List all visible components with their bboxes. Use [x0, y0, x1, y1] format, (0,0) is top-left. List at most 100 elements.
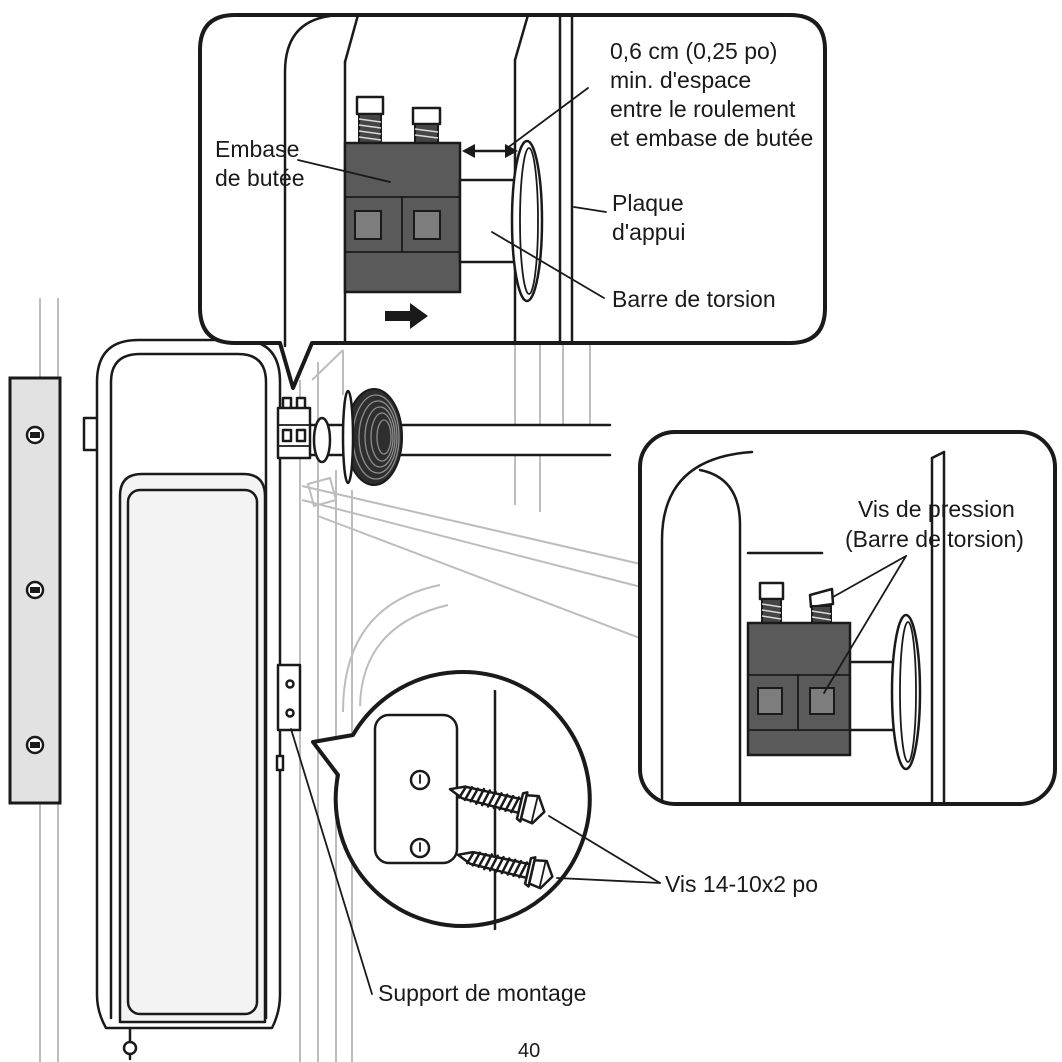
frame-curve	[660, 450, 754, 804]
bearing-plate	[312, 416, 332, 464]
set-screw	[355, 95, 385, 145]
thread-line	[761, 603, 782, 608]
set-screws-leader	[832, 555, 907, 598]
cable-coil	[364, 406, 396, 468]
collar-leader	[297, 159, 391, 183]
thread-line	[761, 609, 782, 614]
cable-coil	[370, 412, 394, 462]
collar-label-line-2: de butée	[215, 165, 305, 191]
bearing-plate-magnified	[890, 613, 922, 771]
door-rail-line	[301, 485, 646, 566]
lag-screw-hex-head	[519, 794, 546, 825]
door-frame-line	[311, 349, 344, 381]
housing-front-panel	[118, 472, 267, 1024]
mounting-bracket-hole	[285, 708, 295, 718]
set-screw-cap	[808, 587, 835, 609]
thread-line	[358, 118, 382, 123]
lag-screw-head-facet	[530, 795, 539, 824]
mounting-bracket-leader	[290, 728, 373, 995]
set-screws-label-line-1: Vis de pression	[858, 496, 1015, 522]
bearing-plate-rim	[519, 147, 539, 295]
thread-line	[358, 130, 382, 135]
thread-line	[811, 610, 832, 615]
shaft-collar	[276, 396, 312, 460]
lag-screw	[448, 785, 546, 825]
bracket-callout-content	[373, 685, 554, 935]
torsion-bar-leader	[491, 231, 605, 299]
thread-line	[358, 124, 382, 129]
set-screw	[411, 106, 442, 145]
frame-curve	[283, 15, 332, 348]
thread-line	[414, 134, 439, 139]
set-screws-leader	[823, 555, 907, 694]
collar-hole	[809, 687, 835, 715]
collar-hole	[354, 210, 382, 240]
set-screws-label-line-2: (Barre de torsion)	[845, 526, 1024, 552]
door-track-curve	[342, 584, 441, 713]
bearing-plate-label-line-1: Plaque	[612, 190, 684, 216]
thread-line	[761, 615, 782, 620]
door-rail-line	[301, 499, 646, 589]
housing-panel-inset	[126, 488, 259, 1016]
screws-leader	[548, 815, 661, 884]
thread-line	[811, 616, 832, 621]
release-cord	[122, 1026, 138, 1061]
rail-fastener	[25, 425, 45, 445]
lag-screw-head-facet	[538, 860, 547, 888]
mounting-bracket-tab	[275, 754, 285, 772]
thread-line	[358, 136, 382, 141]
set-screw	[758, 581, 785, 624]
set-screw-callout: Vis de pression (Barre de torsion)	[638, 430, 1057, 806]
lag-screw-hex-head	[527, 858, 554, 890]
set-screw-callout-outline	[638, 430, 1057, 806]
clearance-callout: 0,6 cm (0,25 po) min. d'espace entre le …	[198, 13, 827, 390]
collar-magnified	[746, 621, 852, 757]
shaft-assembly	[276, 388, 612, 486]
screws-label: Vis 14-10x2 po	[665, 871, 818, 897]
set-screw	[808, 587, 835, 624]
clearance-label-line-1: 0,6 cm (0,25 po)	[610, 38, 777, 64]
collar-magnified	[343, 141, 462, 294]
collar-hole	[413, 210, 441, 240]
rail-fastener	[25, 580, 45, 600]
page-number: 40	[518, 1040, 540, 1062]
torsion-bar-label: Barre de torsion	[612, 286, 776, 312]
set-screw-thread	[414, 123, 439, 145]
cable-coil	[358, 400, 398, 474]
lag-screw	[456, 850, 554, 890]
mounting-bracket	[275, 663, 302, 772]
plate-edge-top	[930, 450, 946, 460]
screws-leader	[556, 877, 661, 884]
mounting-bracket-hole	[285, 679, 295, 689]
thread-line	[414, 128, 439, 133]
frame-edge-top	[513, 15, 530, 62]
opener-housing	[82, 338, 282, 1061]
collar-label-line-1: Embase	[215, 136, 299, 162]
clearance-label-line-2: min. d'espace	[610, 67, 751, 93]
frame-curve	[698, 468, 742, 804]
bearing-plate-rim	[899, 621, 917, 763]
cable-coil	[376, 419, 392, 455]
lag-screw-thread	[458, 785, 521, 814]
clearance-label-line-3: entre le roulement	[610, 96, 796, 122]
clearance-leader	[505, 87, 589, 150]
door-track-curve	[359, 604, 449, 707]
mounting-bracket-plate	[276, 663, 302, 732]
door-rail-line	[317, 515, 646, 641]
wall-rail	[8, 376, 62, 805]
rail-fastener-slot	[30, 432, 40, 438]
clearance-callout-content	[283, 15, 607, 348]
collar-hole	[757, 687, 783, 715]
set-screw-thread	[811, 605, 832, 624]
bearing-plate-leader	[573, 206, 607, 213]
collar-hole	[295, 428, 307, 443]
set-screw-cap	[758, 581, 785, 601]
set-screw-callout-content	[660, 450, 946, 804]
collar-hole	[281, 428, 293, 443]
rail-fastener-slot	[30, 742, 40, 748]
housing-inner-edge	[109, 352, 268, 1020]
release-cord-ring	[122, 1040, 138, 1056]
lag-screw-thread	[465, 851, 529, 879]
clearance-label-line-4: et embase de butée	[610, 125, 813, 151]
